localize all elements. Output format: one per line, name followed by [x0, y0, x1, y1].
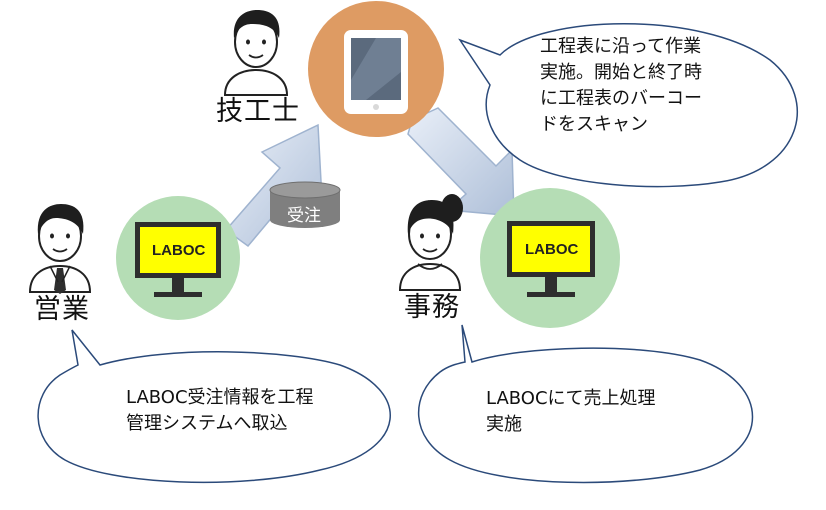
bubble-line: 管理システムへ取込	[126, 413, 288, 434]
bubble-line: LABOC受注情報を工程	[126, 387, 314, 408]
sales-screen-label: LABOC	[152, 242, 206, 259]
bubble-line: 実施	[486, 414, 522, 435]
role-label-sales: 営業	[34, 294, 90, 325]
tablet-icon	[344, 30, 408, 114]
bubble-line: 実施。開始と終了時	[540, 62, 702, 83]
tablet-node	[308, 1, 444, 137]
sales-monitor-node	[116, 196, 240, 320]
database-cylinder-icon	[269, 181, 341, 228]
role-label-technician: 技工士	[216, 96, 300, 127]
bubble-line: 工程表に沿って作業	[540, 36, 702, 57]
role-label-office: 事務	[404, 292, 460, 323]
office-speech-bubble	[418, 324, 754, 484]
monitor-icon	[507, 221, 595, 297]
database-label: 受注	[287, 206, 321, 226]
sales-bubble-text: LABOC受注情報を工程 管理システムへ取込	[126, 385, 314, 437]
office-bubble-text: LABOCにて売上処理 実施	[486, 386, 656, 438]
bubble-line: ドをスキャン	[540, 114, 648, 135]
businessman-avatar-icon	[28, 204, 92, 294]
monitor-icon	[135, 222, 221, 297]
bubble-line: に工程表のバーコー	[540, 88, 702, 109]
bubble-line: LABOCにて売上処理	[486, 388, 656, 409]
man-avatar-icon	[223, 10, 289, 96]
sales-speech-bubble	[37, 329, 391, 484]
technician-speech-bubble	[458, 23, 798, 188]
office-screen-label: LABOC	[525, 241, 579, 258]
office-monitor-node	[480, 188, 620, 328]
technician-bubble-text: 工程表に沿って作業 実施。開始と終了時 に工程表のバーコー ドをスキャン	[540, 34, 702, 138]
woman-avatar-icon	[398, 194, 463, 291]
